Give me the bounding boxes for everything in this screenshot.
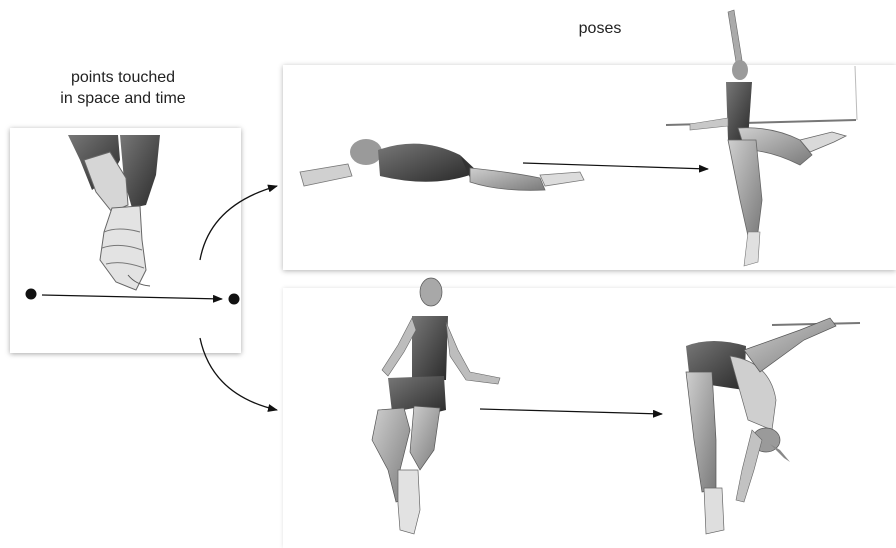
pose-arrow-top bbox=[523, 163, 708, 169]
space-time-arrow bbox=[42, 295, 222, 299]
end-point-dot bbox=[229, 294, 240, 305]
curved-arrow-top bbox=[200, 186, 277, 260]
pose-arrow-bottom bbox=[480, 409, 662, 414]
start-point-dot bbox=[26, 289, 37, 300]
ankle-foot-sketch bbox=[68, 135, 160, 290]
forward-bend-sketch bbox=[686, 318, 860, 534]
standing-barre-sketch bbox=[372, 278, 500, 534]
floor-stretch-sketch bbox=[300, 139, 584, 190]
curved-arrow-bottom bbox=[200, 338, 277, 410]
barre-arabesque-sketch bbox=[666, 10, 857, 266]
